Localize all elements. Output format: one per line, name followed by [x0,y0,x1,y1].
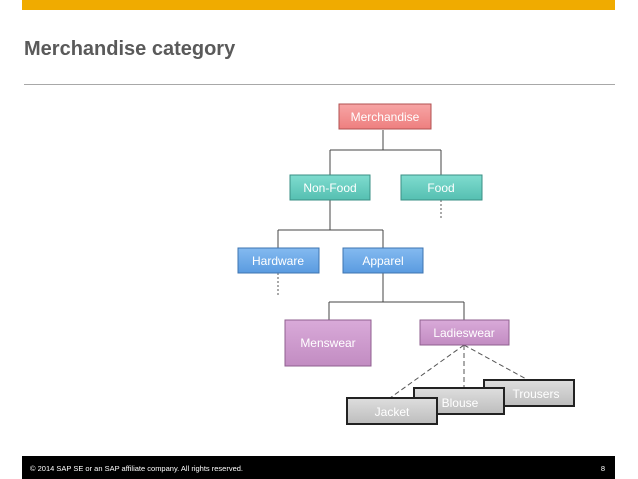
node-food-label: Food [427,181,454,195]
node-hardware[interactable]: Hardware [237,247,320,274]
connectors-level4-dashed [389,344,529,399]
node-non-food[interactable]: Non-Food [289,174,371,201]
node-menswear-label: Menswear [300,336,355,350]
node-non-food-label: Non-Food [303,181,356,195]
title-divider [24,84,615,85]
page-number: 8 [600,464,605,473]
node-hardware-label: Hardware [252,254,304,268]
node-food[interactable]: Food [400,174,483,201]
node-menswear[interactable]: Menswear [284,319,372,367]
node-trousers-label: Trousers [513,387,560,401]
connectors-level1 [329,130,442,175]
footer-bar: © 2014 SAP SE or an SAP affiliate compan… [22,456,615,479]
connectors-level3 [328,273,465,320]
node-jacket[interactable]: Jacket [346,397,438,425]
connectors-level2 [277,200,384,248]
node-merchandise-label: Merchandise [351,110,420,124]
node-ladieswear[interactable]: Ladieswear [419,319,510,346]
node-apparel[interactable]: Apparel [342,247,424,274]
footer-copyright: © 2014 SAP SE or an SAP affiliate compan… [30,464,244,473]
accent-bar [22,0,615,10]
node-merchandise[interactable]: Merchandise [338,103,432,130]
node-blouse-label: Blouse [442,396,479,410]
node-jacket-label: Jacket [375,405,410,419]
page-title: Merchandise category [24,38,236,60]
node-apparel-label: Apparel [362,254,403,268]
node-ladieswear-label: Ladieswear [433,326,494,340]
